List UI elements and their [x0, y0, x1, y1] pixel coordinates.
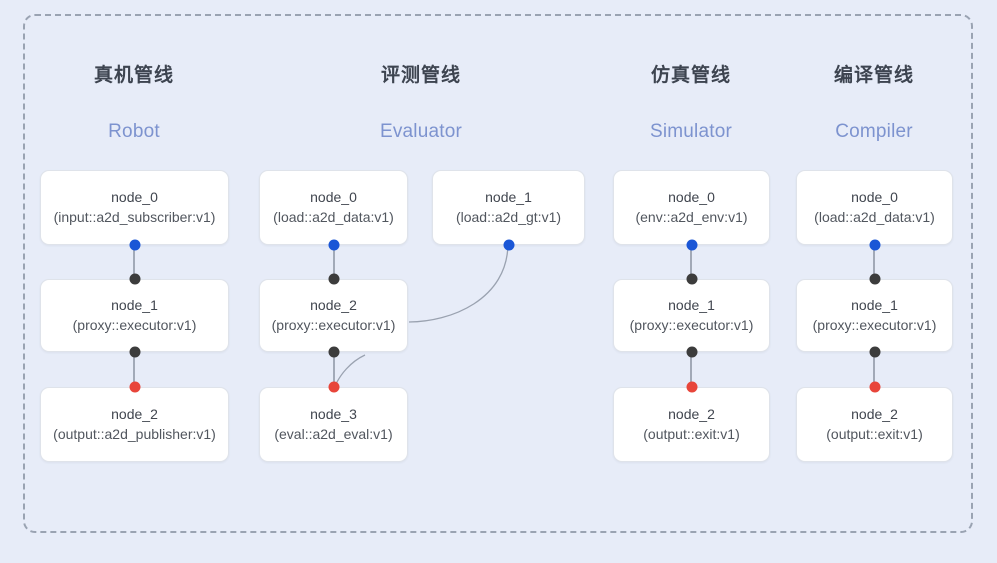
port-dot-sink-compiler-node_2-top[interactable]	[869, 381, 880, 393]
column-subtitle-compiler: Compiler	[835, 121, 913, 142]
node-id-label: node_2	[111, 406, 158, 422]
node-kind-label: (eval::a2d_eval:v1)	[274, 426, 393, 442]
node-kind-label: (load::a2d_data:v1)	[814, 209, 935, 225]
node-kind-label: (proxy::executor:v1)	[271, 317, 396, 333]
node-kind-label: (input::a2d_subscriber:v1)	[53, 209, 216, 225]
column-header-compiler: 编译管线 Compiler	[754, 60, 994, 143]
port-dot-sink-robot-node_2-top[interactable]	[129, 381, 140, 393]
column-title-robot: 真机管线	[93, 65, 174, 86]
column-subtitle-simulator: Simulator	[649, 121, 733, 142]
column-title-evaluator: 评测管线	[380, 65, 461, 86]
node-simulator-node_1[interactable]: node_1(proxy::executor:v1)	[613, 279, 770, 352]
column-header-evaluator: 评测管线 Evaluator	[301, 60, 541, 143]
column-header-simulator: 仿真管线 Simulator	[571, 60, 811, 143]
node-id-label: node_1	[111, 297, 158, 313]
node-evaluator-node_2[interactable]: node_2(proxy::executor:v1)	[259, 279, 408, 352]
node-kind-label: (output::exit:v1)	[826, 426, 923, 442]
node-simulator-node_0[interactable]: node_0(env::a2d_env:v1)	[613, 170, 770, 245]
node-robot-node_0[interactable]: node_0(input::a2d_subscriber:v1)	[40, 170, 229, 245]
node-kind-label: (proxy::executor:v1)	[629, 317, 754, 333]
node-compiler-node_1[interactable]: node_1(proxy::executor:v1)	[796, 279, 953, 352]
port-dot-intermediate-simulator-node_1-top[interactable]	[686, 273, 697, 285]
node-compiler-node_2[interactable]: node_2(output::exit:v1)	[796, 387, 953, 462]
column-subtitle-evaluator: Evaluator	[379, 121, 463, 142]
node-evaluator-node_3[interactable]: node_3(eval::a2d_eval:v1)	[259, 387, 408, 462]
port-dot-source-compiler-node_0-bottom[interactable]	[869, 239, 880, 251]
port-dot-intermediate-evaluator-node_2-top[interactable]	[328, 273, 339, 285]
edge-evaluator-node_2-to-evaluator-node_3	[334, 354, 366, 387]
node-kind-label: (proxy::executor:v1)	[812, 317, 937, 333]
port-dot-intermediate-evaluator-node_2-bottom[interactable]	[328, 346, 339, 358]
port-dot-intermediate-simulator-node_1-bottom[interactable]	[686, 346, 697, 358]
column-title-compiler: 编译管线	[833, 65, 914, 86]
port-dot-intermediate-compiler-node_1-top[interactable]	[869, 273, 880, 285]
node-id-label: node_1	[668, 297, 715, 313]
node-id-label: node_0	[310, 189, 357, 205]
node-kind-label: (proxy::executor:v1)	[72, 317, 197, 333]
node-compiler-node_0[interactable]: node_0(load::a2d_data:v1)	[796, 170, 953, 245]
column-title-simulator: 仿真管线	[650, 65, 731, 86]
column-header-robot: 真机管线 Robot	[14, 60, 254, 143]
node-kind-label: (output::a2d_publisher:v1)	[53, 426, 216, 442]
port-dot-source-evaluator-node_1-bottom[interactable]	[503, 239, 514, 251]
node-evaluator-node_0[interactable]: node_0(load::a2d_data:v1)	[259, 170, 408, 245]
node-id-label: node_2	[851, 406, 898, 422]
edge-evaluator-node_1-to-evaluator-node_2	[408, 242, 509, 323]
port-dot-intermediate-robot-node_1-top[interactable]	[129, 273, 140, 285]
node-kind-label: (load::a2d_data:v1)	[273, 209, 394, 225]
node-id-label: node_0	[668, 189, 715, 205]
node-kind-label: (output::exit:v1)	[643, 426, 740, 442]
node-robot-node_1[interactable]: node_1(proxy::executor:v1)	[40, 279, 229, 352]
port-dot-intermediate-robot-node_1-bottom[interactable]	[129, 346, 140, 358]
node-kind-label: (load::a2d_gt:v1)	[455, 209, 562, 225]
node-robot-node_2[interactable]: node_2(output::a2d_publisher:v1)	[40, 387, 229, 462]
node-id-label: node_3	[310, 406, 357, 422]
node-id-label: node_0	[111, 189, 158, 205]
column-subtitle-robot: Robot	[108, 121, 160, 142]
node-id-label: node_1	[485, 189, 532, 205]
port-dot-intermediate-compiler-node_1-bottom[interactable]	[869, 346, 880, 358]
port-dot-sink-evaluator-node_3-top[interactable]	[328, 381, 339, 393]
port-dot-sink-simulator-node_2-top[interactable]	[686, 381, 697, 393]
node-id-label: node_2	[310, 297, 357, 313]
node-id-label: node_2	[668, 406, 715, 422]
node-id-label: node_1	[851, 297, 898, 313]
node-id-label: node_0	[851, 189, 898, 205]
port-dot-source-simulator-node_0-bottom[interactable]	[686, 239, 697, 251]
node-simulator-node_2[interactable]: node_2(output::exit:v1)	[613, 387, 770, 462]
node-evaluator-node_1[interactable]: node_1(load::a2d_gt:v1)	[432, 170, 585, 245]
port-dot-source-evaluator-node_0-bottom[interactable]	[328, 239, 339, 251]
node-kind-label: (env::a2d_env:v1)	[635, 209, 748, 225]
port-dot-source-robot-node_0-bottom[interactable]	[129, 239, 140, 251]
